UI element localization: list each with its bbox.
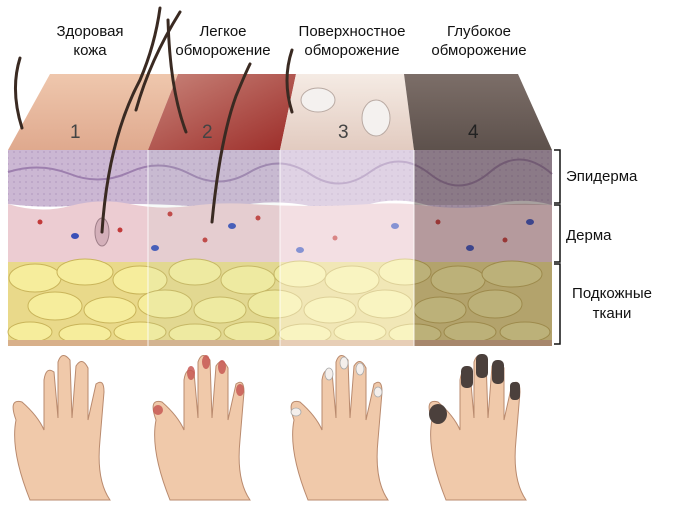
blister-icon — [361, 99, 391, 137]
section-number: 3 — [338, 122, 349, 143]
hand-palm-icon — [428, 354, 527, 501]
hand-palm-icon — [12, 355, 111, 501]
subcutaneous-layer — [7, 258, 552, 346]
section-number: 1 — [70, 122, 81, 143]
blisters — [300, 87, 391, 137]
label-deep-frostbite: Глубокое обморожение — [431, 23, 527, 59]
column-dividers — [147, 150, 415, 346]
blister-icon — [300, 87, 336, 113]
label-mild-frostbite: Легкое обморожение — [175, 23, 271, 59]
hair-strand-icon — [13, 6, 294, 234]
skin-surface — [8, 74, 552, 150]
section-number: 4 — [468, 122, 479, 143]
label-epidermis: Эпидерма — [566, 168, 638, 185]
hands-row — [12, 354, 527, 501]
section-number: 2 — [202, 122, 213, 143]
surface-deep — [404, 74, 552, 150]
surface-healthy — [8, 74, 178, 150]
label-superficial-frostbite: Поверхностное обморожение — [298, 23, 406, 59]
column-overlays — [148, 150, 552, 346]
label-dermis: Дерма — [566, 227, 612, 244]
hand-palm-icon — [152, 355, 251, 501]
label-subcutaneous: Подкожные ткани — [572, 285, 652, 322]
label-healthy-skin: Здоровая кожа — [56, 23, 124, 59]
hand-palm-icon — [290, 355, 389, 501]
bracket-icon — [554, 149, 561, 345]
